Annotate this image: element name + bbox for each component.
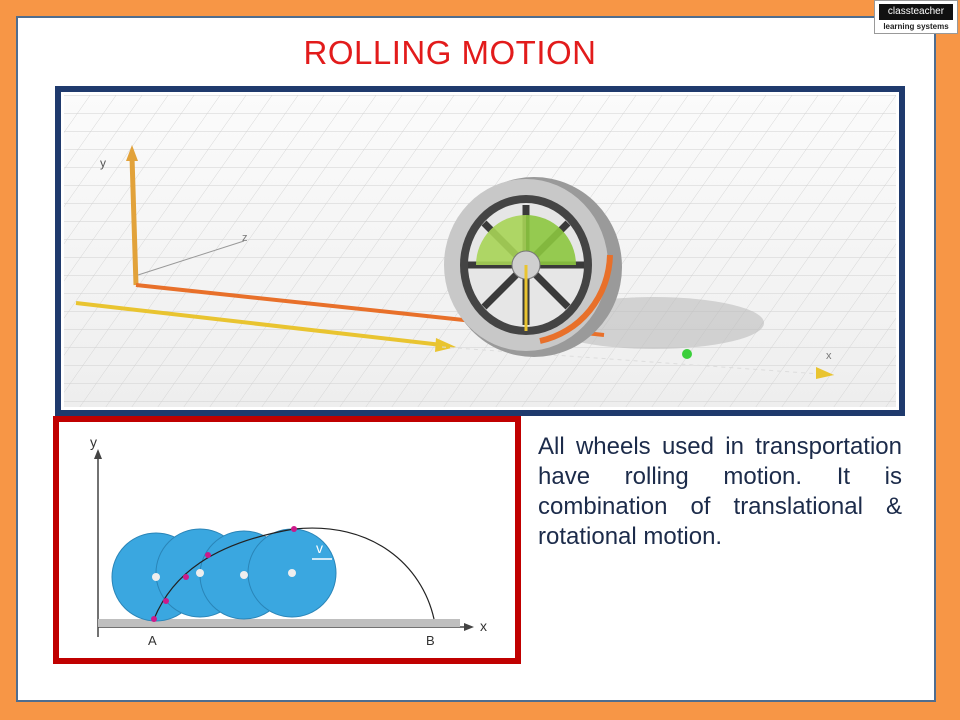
green-marker	[682, 349, 692, 359]
velocity-label: v	[316, 540, 323, 556]
rolling-balls	[111, 528, 337, 622]
rolling-wheel-diagram: y z x	[64, 95, 896, 407]
ground	[98, 619, 460, 627]
wheel-illustration-frame: y z x	[55, 86, 905, 416]
logo-brand: classteacher	[879, 4, 953, 20]
y-axis-arrow	[129, 156, 139, 286]
slide-title: ROLLING MOTION	[303, 34, 597, 71]
point-b-label: B	[426, 633, 435, 648]
y-axis-label: y	[100, 156, 106, 170]
rolling-motion-description: All wheels used in transportation have r…	[538, 433, 902, 550]
rolling-balls-diagram: y x	[62, 425, 512, 655]
y-axis-label: y	[90, 434, 97, 450]
wheel	[444, 177, 622, 357]
z-axis-label: z	[242, 232, 248, 244]
x-axis-label: x	[480, 618, 487, 634]
trace-points	[151, 526, 297, 622]
logo-tagline: learning systems	[883, 22, 949, 31]
point-a-label: A	[148, 633, 157, 648]
x-axis-label: x	[826, 350, 832, 362]
yellow-arrow	[75, 301, 443, 347]
classteacher-logo: classteacher learning systems	[874, 0, 958, 34]
rolling-balls-frame: y x	[53, 416, 521, 664]
